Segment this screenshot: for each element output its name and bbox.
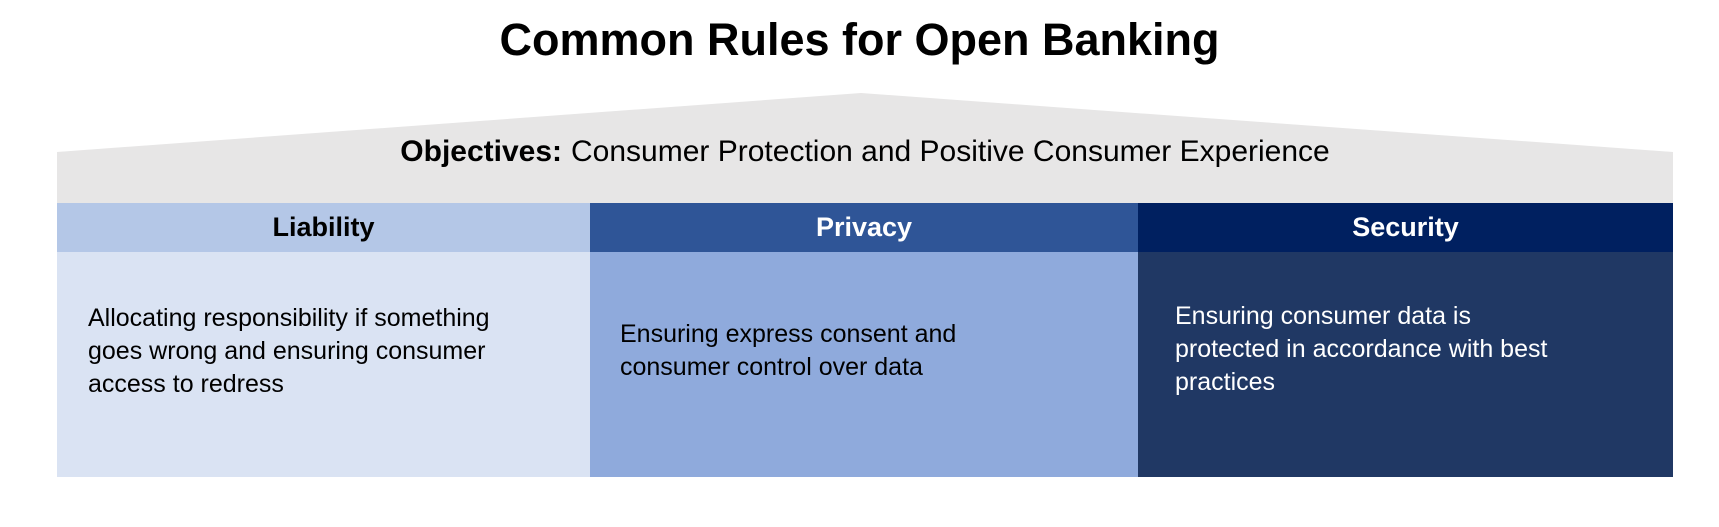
pillar-header-liability: Liability [57, 203, 590, 252]
objectives-banner: Objectives:Consumer Protection and Posit… [57, 134, 1673, 170]
slide-title: Common Rules for Open Banking [499, 14, 1220, 65]
pillar-body-security: Ensuring consumer data is protected in a… [1138, 252, 1673, 477]
pillar-header-security: Security [1138, 203, 1673, 252]
pillar-body-liability: Allocating responsibility if something g… [57, 252, 590, 477]
objectives-label: Objectives: [400, 135, 563, 168]
pillar-body-privacy: Ensuring express consent and consumer co… [590, 252, 1138, 477]
pillar-header-privacy: Privacy [590, 203, 1138, 252]
objectives-text: Consumer Protection and Positive Consume… [571, 135, 1330, 168]
